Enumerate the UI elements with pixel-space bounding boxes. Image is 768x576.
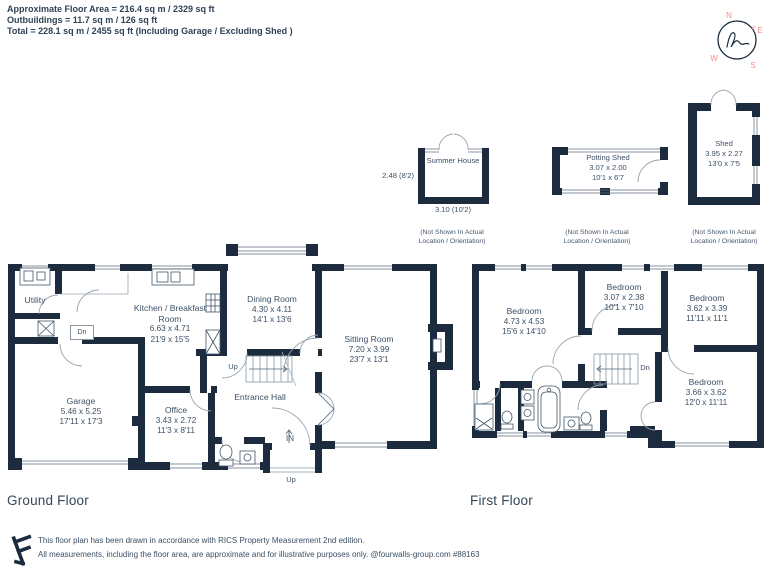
potting-shed-dim-m: 3.07 x 2.00 [589, 163, 627, 172]
compass-w: W [710, 54, 718, 63]
shed-dim-m: 3.95 x 2.27 [705, 149, 743, 158]
first-floor-doors [479, 304, 695, 431]
stairs-dn-label-ff: Dn [640, 363, 650, 372]
room-dining: Dining Room 4.30 x 4.11 14'1 x 13'6 [232, 294, 312, 326]
summer-house-dim-bottom: 3.10 (10'2) [434, 205, 472, 214]
first-floor-fixtures [474, 385, 593, 433]
bedroom2-dim-ft: 10'1 x 7'10 [604, 303, 644, 312]
room-office: Office 3.43 x 2.72 11'3 x 8'11 [137, 405, 215, 437]
potting-shed-door [637, 159, 661, 183]
entrance-hall-name: Entrance Hall [234, 392, 286, 402]
summer-house-dim-side: 2.48 (8'2) [382, 171, 414, 180]
summer-house-note: (Not Shown In Actual Location / Orientat… [418, 229, 486, 245]
bedroom4-name: Bedroom [688, 377, 724, 387]
sitting-dim-m: 7.20 x 3.99 [348, 344, 390, 354]
kitchen-dim-ft: 21'9 x 15'5 [150, 334, 190, 344]
potting-shed-name: Potting Shed [586, 153, 630, 162]
dining-dim-ft: 14'1 x 13'6 [252, 315, 292, 324]
room-garage: Garage 5.46 x 5.25 17'11 x 17'3 [41, 396, 121, 428]
ground-floor-plan [8, 244, 453, 473]
compass-e: E [757, 26, 762, 35]
floor-area-summary: Approximate Floor Area = 216.4 sq m / 23… [7, 4, 293, 37]
compass-n: N [726, 11, 732, 20]
potting-shed-dim-ft: 10'1 x 6'7 [591, 173, 625, 182]
summary-line-1: Approximate Floor Area = 216.4 sq m / 23… [7, 4, 215, 14]
shed-dim-ft: 13'0 x 7'5 [707, 159, 741, 168]
room-entrance-hall: Entrance Hall [220, 392, 300, 403]
first-floor-title: First Floor [470, 493, 533, 508]
garage-dim-m: 5.46 x 5.25 [60, 406, 102, 416]
office-dim-m: 3.43 x 2.72 [155, 415, 197, 425]
bedroom1-dim-m: 4.73 x 4.53 [503, 316, 545, 326]
potting-shed-plan [552, 147, 668, 195]
shed-doors [710, 89, 737, 106]
summer-house-plan [418, 133, 489, 204]
first-floor-plan [472, 264, 764, 448]
porch-up-label: Up [286, 475, 296, 484]
room-kitchen: Kitchen / Breakfast Room 6.63 x 4.71 21'… [130, 303, 210, 345]
garage-dim-ft: 17'11 x 17'3 [59, 417, 103, 426]
stairs-dn-label-gf: Dn [70, 325, 94, 340]
compass: N E W S [710, 11, 762, 70]
summer-house-label: Summer House [423, 156, 483, 166]
entry-arrow [285, 429, 293, 443]
sitting-dim-ft: 23'7 x 13'1 [349, 355, 389, 364]
summer-house-doors [438, 133, 469, 151]
shed-note: (Not Shown In Actual Location / Orientat… [690, 229, 758, 245]
shed-name: Shed [715, 139, 733, 148]
kitchen-dim-m: 6.63 x 4.71 [149, 324, 191, 333]
office-dim-ft: 11'3 x 8'11 [157, 426, 195, 435]
kitchen-name: Kitchen / Breakfast Room [133, 303, 207, 324]
compass-s: S [750, 61, 755, 70]
potting-shed-label: Potting Shed 3.07 x 2.00 10'1 x 6'7 [568, 153, 648, 183]
room-bedroom-1: Bedroom 4.73 x 4.53 15'6 x 14'10 [484, 306, 564, 338]
bedroom2-name: Bedroom [606, 282, 642, 292]
footer-disclaimer-line: All measurements, including the floor ar… [38, 550, 480, 559]
room-bedroom-2: Bedroom 3.07 x 2.38 10'1 x 7'10 [584, 282, 664, 314]
entry-in-label: IN [286, 434, 294, 443]
porch-steps [270, 467, 315, 473]
shed-plan [688, 89, 760, 205]
bedroom1-dim-ft: 15'6 x 14'10 [502, 327, 546, 336]
garage-door [22, 458, 128, 470]
stairs-up [245, 351, 297, 387]
logo-h-glyph [726, 32, 750, 48]
summer-house-name: Summer House [426, 156, 480, 165]
room-bedroom-4: Bedroom 3.66 x 3.62 12'0 x 11'11 [666, 377, 746, 409]
bedroom3-dim-m: 3.62 x 3.39 [686, 303, 728, 313]
bedroom1-name: Bedroom [506, 306, 542, 316]
bedroom3-name: Bedroom [689, 293, 725, 303]
ground-floor-windows [22, 246, 392, 470]
ground-floor-fixtures [19, 267, 442, 467]
bedroom3-dim-ft: 11'11 x 11'1 [686, 314, 728, 323]
summary-line-2: Outbuildings = 11.7 sq m / 126 sq ft [7, 15, 158, 25]
room-utility: Utility [12, 295, 58, 306]
dining-dim-m: 4.30 x 4.11 [252, 304, 292, 314]
potting-shed-note: (Not Shown In Actual Location / Orientat… [563, 229, 631, 245]
summary-line-3: Total = 228.1 sq m / 2455 sq ft (Includi… [7, 26, 293, 36]
utility-name: Utility [24, 295, 46, 305]
bedroom2-dim-m: 3.07 x 2.38 [603, 292, 645, 302]
sitting-name: Sitting Room [344, 334, 394, 344]
room-bedroom-3: Bedroom 3.62 x 3.39 11'11 x 11'1 [667, 293, 747, 325]
stairs-up-label: Up [228, 362, 238, 371]
bedroom4-dim-ft: 12'0 x 11'11 [684, 398, 728, 407]
stairs-down [593, 353, 639, 385]
fourwalls-logo [11, 534, 32, 566]
bedroom4-dim-m: 3.66 x 3.62 [685, 387, 727, 397]
ground-floor-title: Ground Floor [7, 493, 89, 508]
office-name: Office [164, 405, 188, 415]
footer-rics-line: This floor plan has been drawn in accord… [38, 536, 365, 545]
dining-name: Dining Room [247, 294, 297, 304]
garage-name: Garage [66, 396, 96, 406]
room-sitting: Sitting Room 7.20 x 3.99 23'7 x 13'1 [329, 334, 409, 366]
shed-label: Shed 3.95 x 2.27 13'0 x 7'5 [684, 139, 764, 169]
